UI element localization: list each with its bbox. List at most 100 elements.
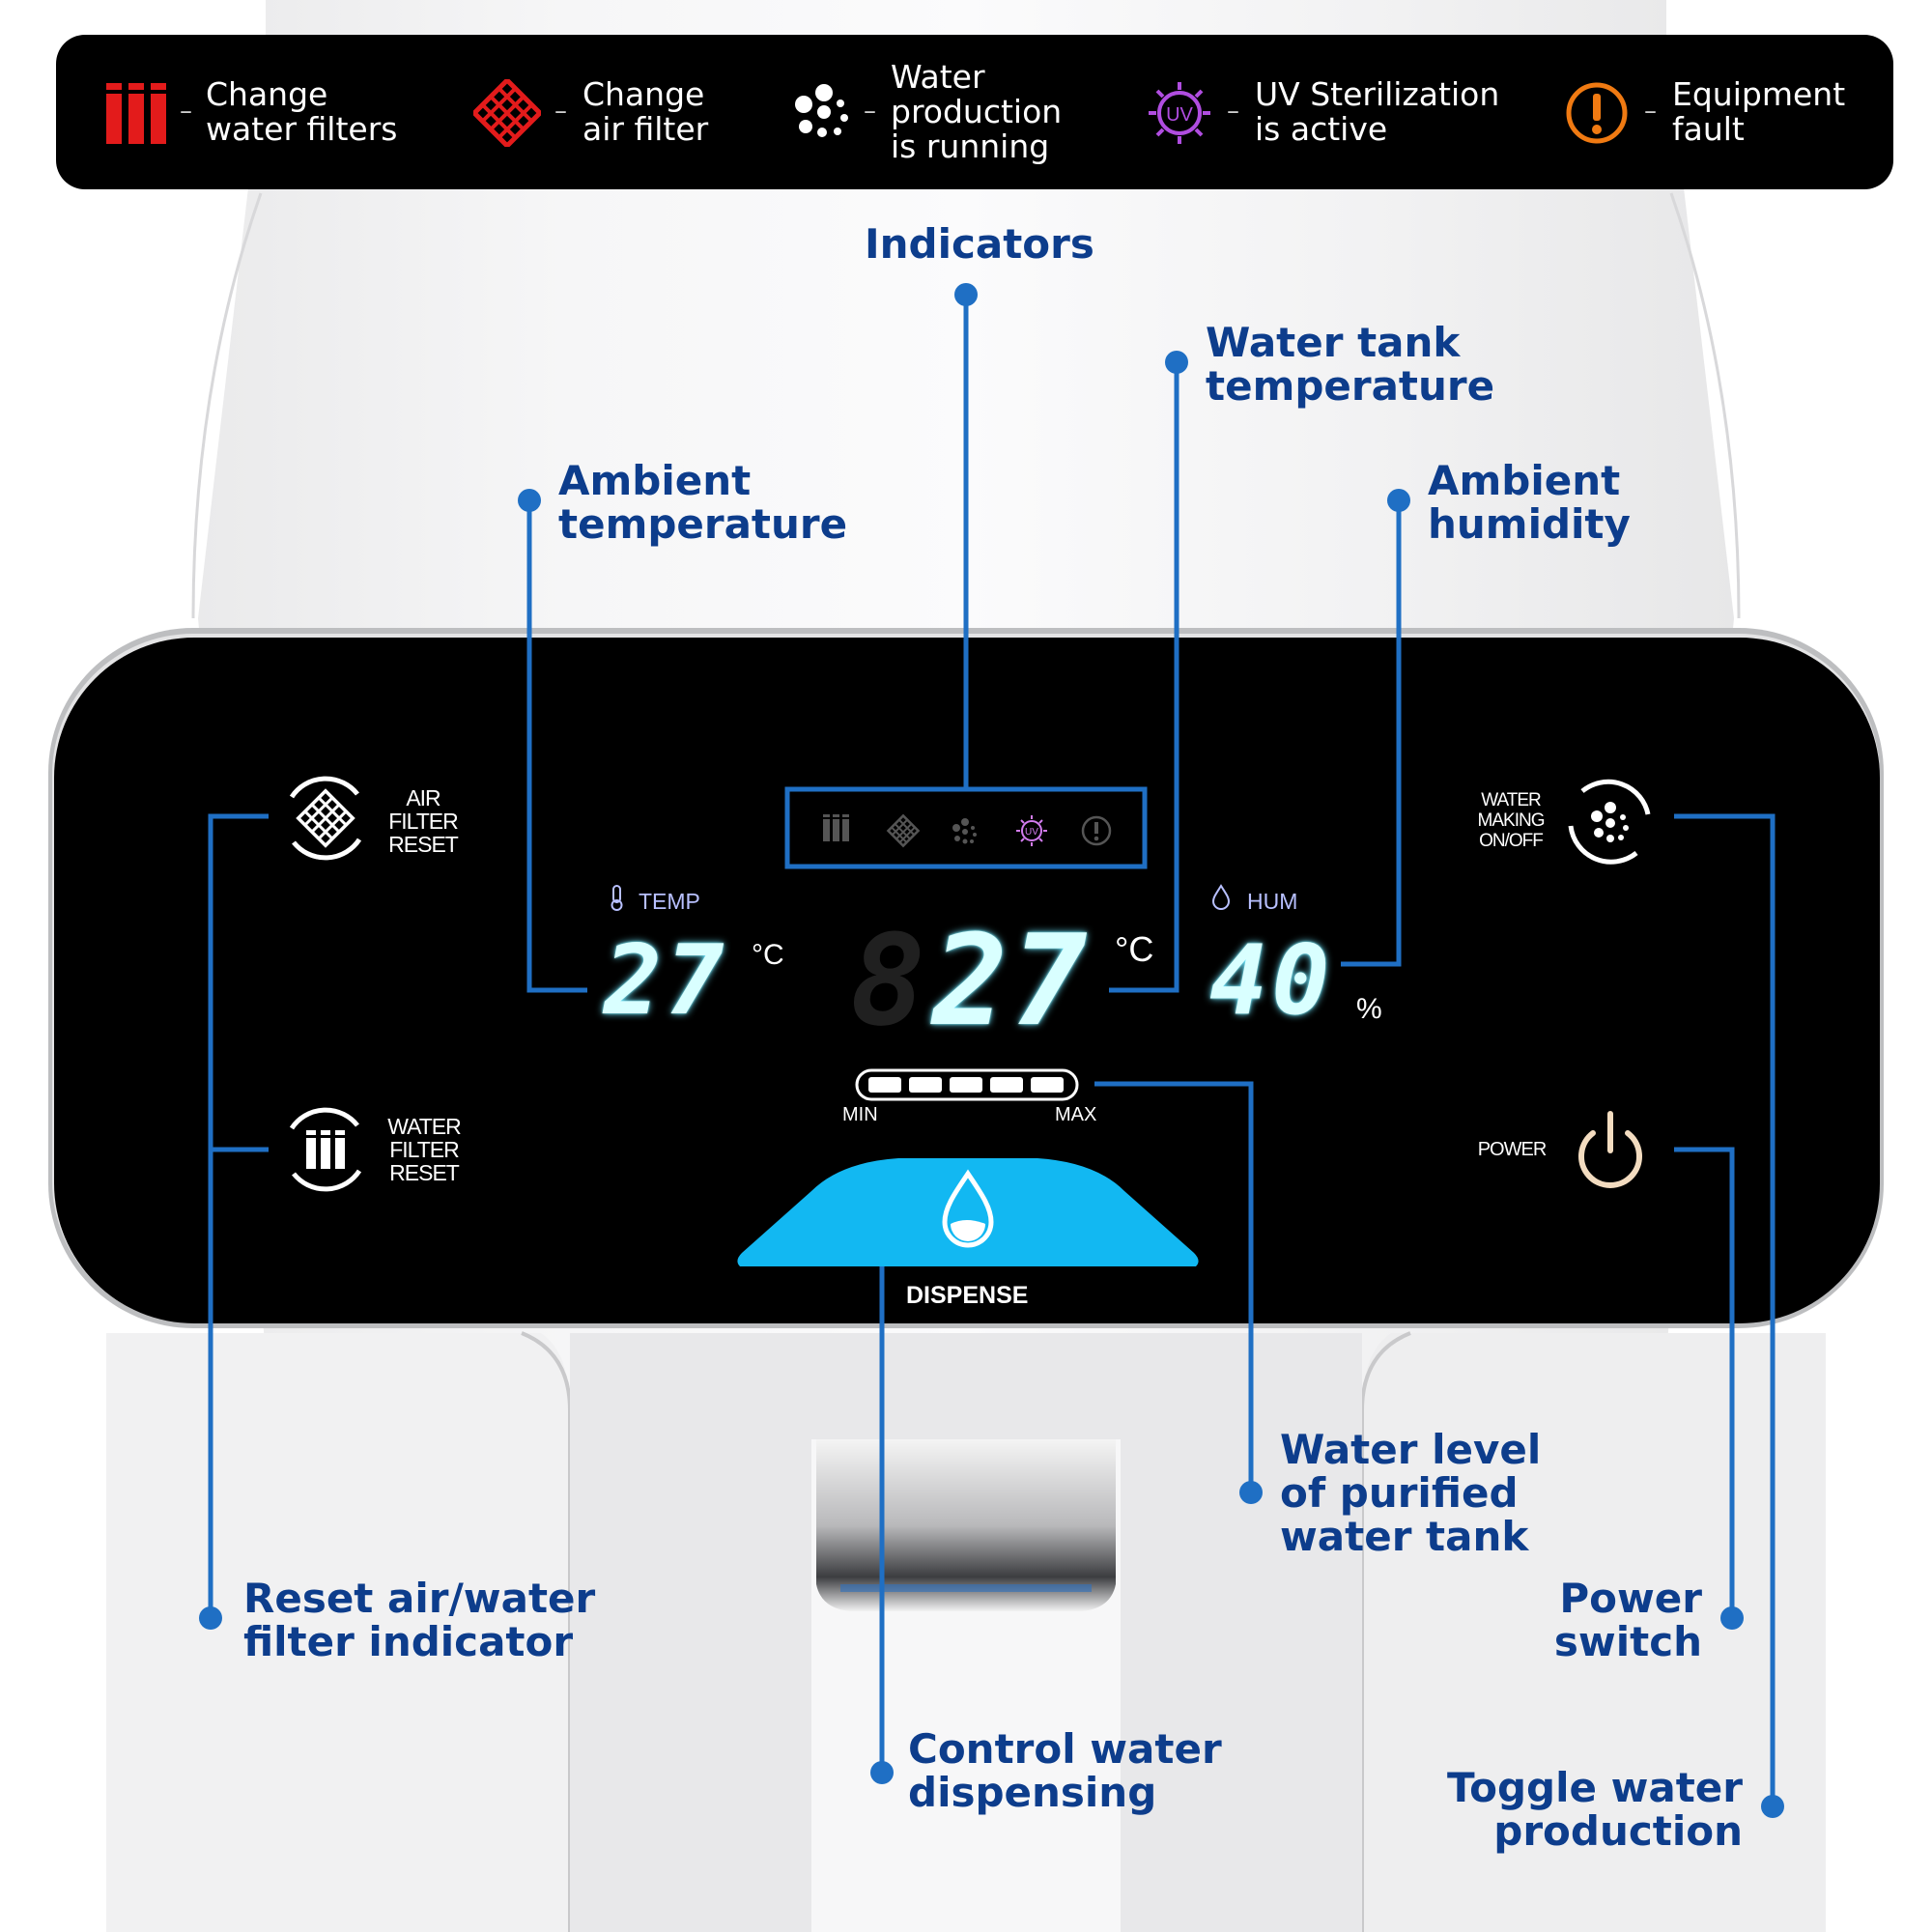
annotation-indicators: Indicators (865, 222, 1094, 266)
annotation-text: filter indicator (243, 1618, 574, 1665)
droplet-icon (942, 1169, 994, 1248)
water-level-segment (868, 1077, 901, 1093)
legend-line: Change (206, 75, 328, 113)
tank-temp-unit: °C (1115, 929, 1154, 969)
panel-label-line: ON/OFF (1479, 831, 1544, 851)
equipment-fault-icon (1081, 815, 1112, 846)
air-filter-reset-button[interactable] (280, 773, 371, 864)
annotation-text: Water level (1280, 1426, 1542, 1473)
level-max-label: MAX (1055, 1104, 1097, 1125)
legend-separator: – (1227, 97, 1239, 126)
annotation-control-dispensing: Control water dispensing (908, 1727, 1222, 1814)
annotation-text: Ambient (1428, 457, 1621, 504)
indicator-icons: UV (823, 813, 1112, 848)
water-level-segment (1031, 1077, 1064, 1093)
legend-separator: – (864, 97, 876, 126)
water-level-dot (1239, 1481, 1263, 1504)
tank-temp-dot (1165, 351, 1188, 374)
svg-text:UV: UV (1166, 104, 1193, 126)
annotation-reset-filter: Reset air/water filter indicator (243, 1577, 595, 1663)
legend-text: Equipment fault (1672, 77, 1845, 147)
panel-label-line: AIR (406, 785, 440, 810)
legend-bar: – Change water filters – Change air filt… (56, 35, 1893, 189)
annotation-text: switch (1553, 1618, 1702, 1665)
legend-text: Change air filter (582, 77, 708, 147)
humidity-unit: % (1356, 993, 1382, 1025)
humidity-value: 40 (1209, 923, 1334, 1037)
dispense-button[interactable] (734, 1152, 1202, 1272)
dispense-label: DISPENSE (906, 1282, 1029, 1309)
water-filter-reset-button[interactable] (280, 1104, 371, 1195)
hum-label: HUM (1247, 889, 1298, 914)
annotation-text: Control water (908, 1725, 1222, 1773)
water-level-bar (855, 1068, 1079, 1101)
power-dot (1720, 1606, 1744, 1630)
water-filters-icon (106, 83, 166, 144)
uv-sterilization-icon: UV (1016, 815, 1047, 846)
annotation-text: temperature (1206, 362, 1495, 410)
air-filter-reset-label: AIR FILTER RESET (384, 786, 462, 856)
annotation-ambient-humidity: Ambient humidity (1428, 459, 1631, 546)
water-filters-icon (823, 814, 849, 841)
legend-line: is active (1255, 110, 1388, 148)
water-level-segment (990, 1077, 1023, 1093)
droplet-icon (1211, 884, 1231, 910)
panel-label-line: WATER (1481, 790, 1542, 810)
water-making-button[interactable] (1563, 776, 1654, 867)
power-label: POWER (1477, 1139, 1548, 1160)
annotation-text: humidity (1428, 500, 1631, 548)
humidity-dot (1387, 489, 1410, 512)
thermometer-icon (611, 885, 623, 911)
water-making-label: WATER MAKING ON/OFF (1470, 790, 1551, 851)
legend-text: UV Sterilization is active (1255, 77, 1499, 147)
water-level-segment (950, 1077, 982, 1093)
panel-label-line: MAKING (1477, 810, 1546, 831)
annotation-text: Reset air/water (243, 1575, 596, 1622)
annotation-text: Ambient (558, 457, 752, 504)
water-production-icon (952, 818, 977, 844)
annotation-power-switch: Power switch (1554, 1577, 1702, 1663)
annotation-text: Indicators (865, 220, 1094, 268)
svg-text:UV: UV (1025, 827, 1038, 838)
legend-line: Water (891, 58, 985, 96)
panel-label-line: RESET (388, 832, 459, 857)
legend-line: water filters (206, 110, 398, 148)
reset-filter-dot (199, 1606, 222, 1630)
annotation-toggle-production: Toggle water production (1447, 1766, 1743, 1853)
panel-label-line: WATER (387, 1114, 462, 1139)
ambient-temp-value: 27 (604, 923, 728, 1037)
legend-text: Change water filters (206, 77, 397, 147)
power-button[interactable] (1572, 1108, 1649, 1193)
legend-separator: – (554, 97, 567, 126)
annotation-text: Power (1559, 1575, 1702, 1622)
air-filter-icon (886, 813, 921, 848)
ambient-temp-unit: °C (752, 939, 784, 971)
annotation-water-level: Water level of purified water tank (1280, 1428, 1541, 1558)
level-min-label: MIN (842, 1104, 878, 1125)
annotation-ambient-temperature: Ambient temperature (558, 459, 847, 546)
annotation-text: Water tank (1206, 319, 1461, 366)
indicators-dot (954, 283, 978, 306)
legend-line: Equipment (1672, 75, 1846, 113)
legend-line: production (891, 93, 1063, 130)
tank-temp-value: 27 (932, 907, 1092, 1054)
legend-text: Water production is running (891, 60, 1062, 164)
annotation-text: production (1493, 1807, 1743, 1855)
air-filter-icon (473, 79, 541, 147)
legend-line: UV Sterilization (1255, 75, 1500, 113)
toggle-production-dot (1761, 1795, 1784, 1818)
legend-separator: – (180, 97, 192, 126)
water-level-segment (909, 1077, 942, 1093)
temp-label: TEMP (639, 889, 700, 914)
annotation-water-tank-temperature: Water tank temperature (1206, 321, 1494, 408)
legend-line: is running (891, 128, 1050, 165)
ambient-temp-dot (518, 489, 541, 512)
annotation-text: dispensing (908, 1769, 1157, 1816)
tank-temp-ghost-digit: 8 (850, 907, 930, 1054)
annotation-text: temperature (558, 500, 848, 548)
panel-label-line: RESET (389, 1160, 460, 1185)
panel-label-line: FILTER (389, 1137, 460, 1162)
